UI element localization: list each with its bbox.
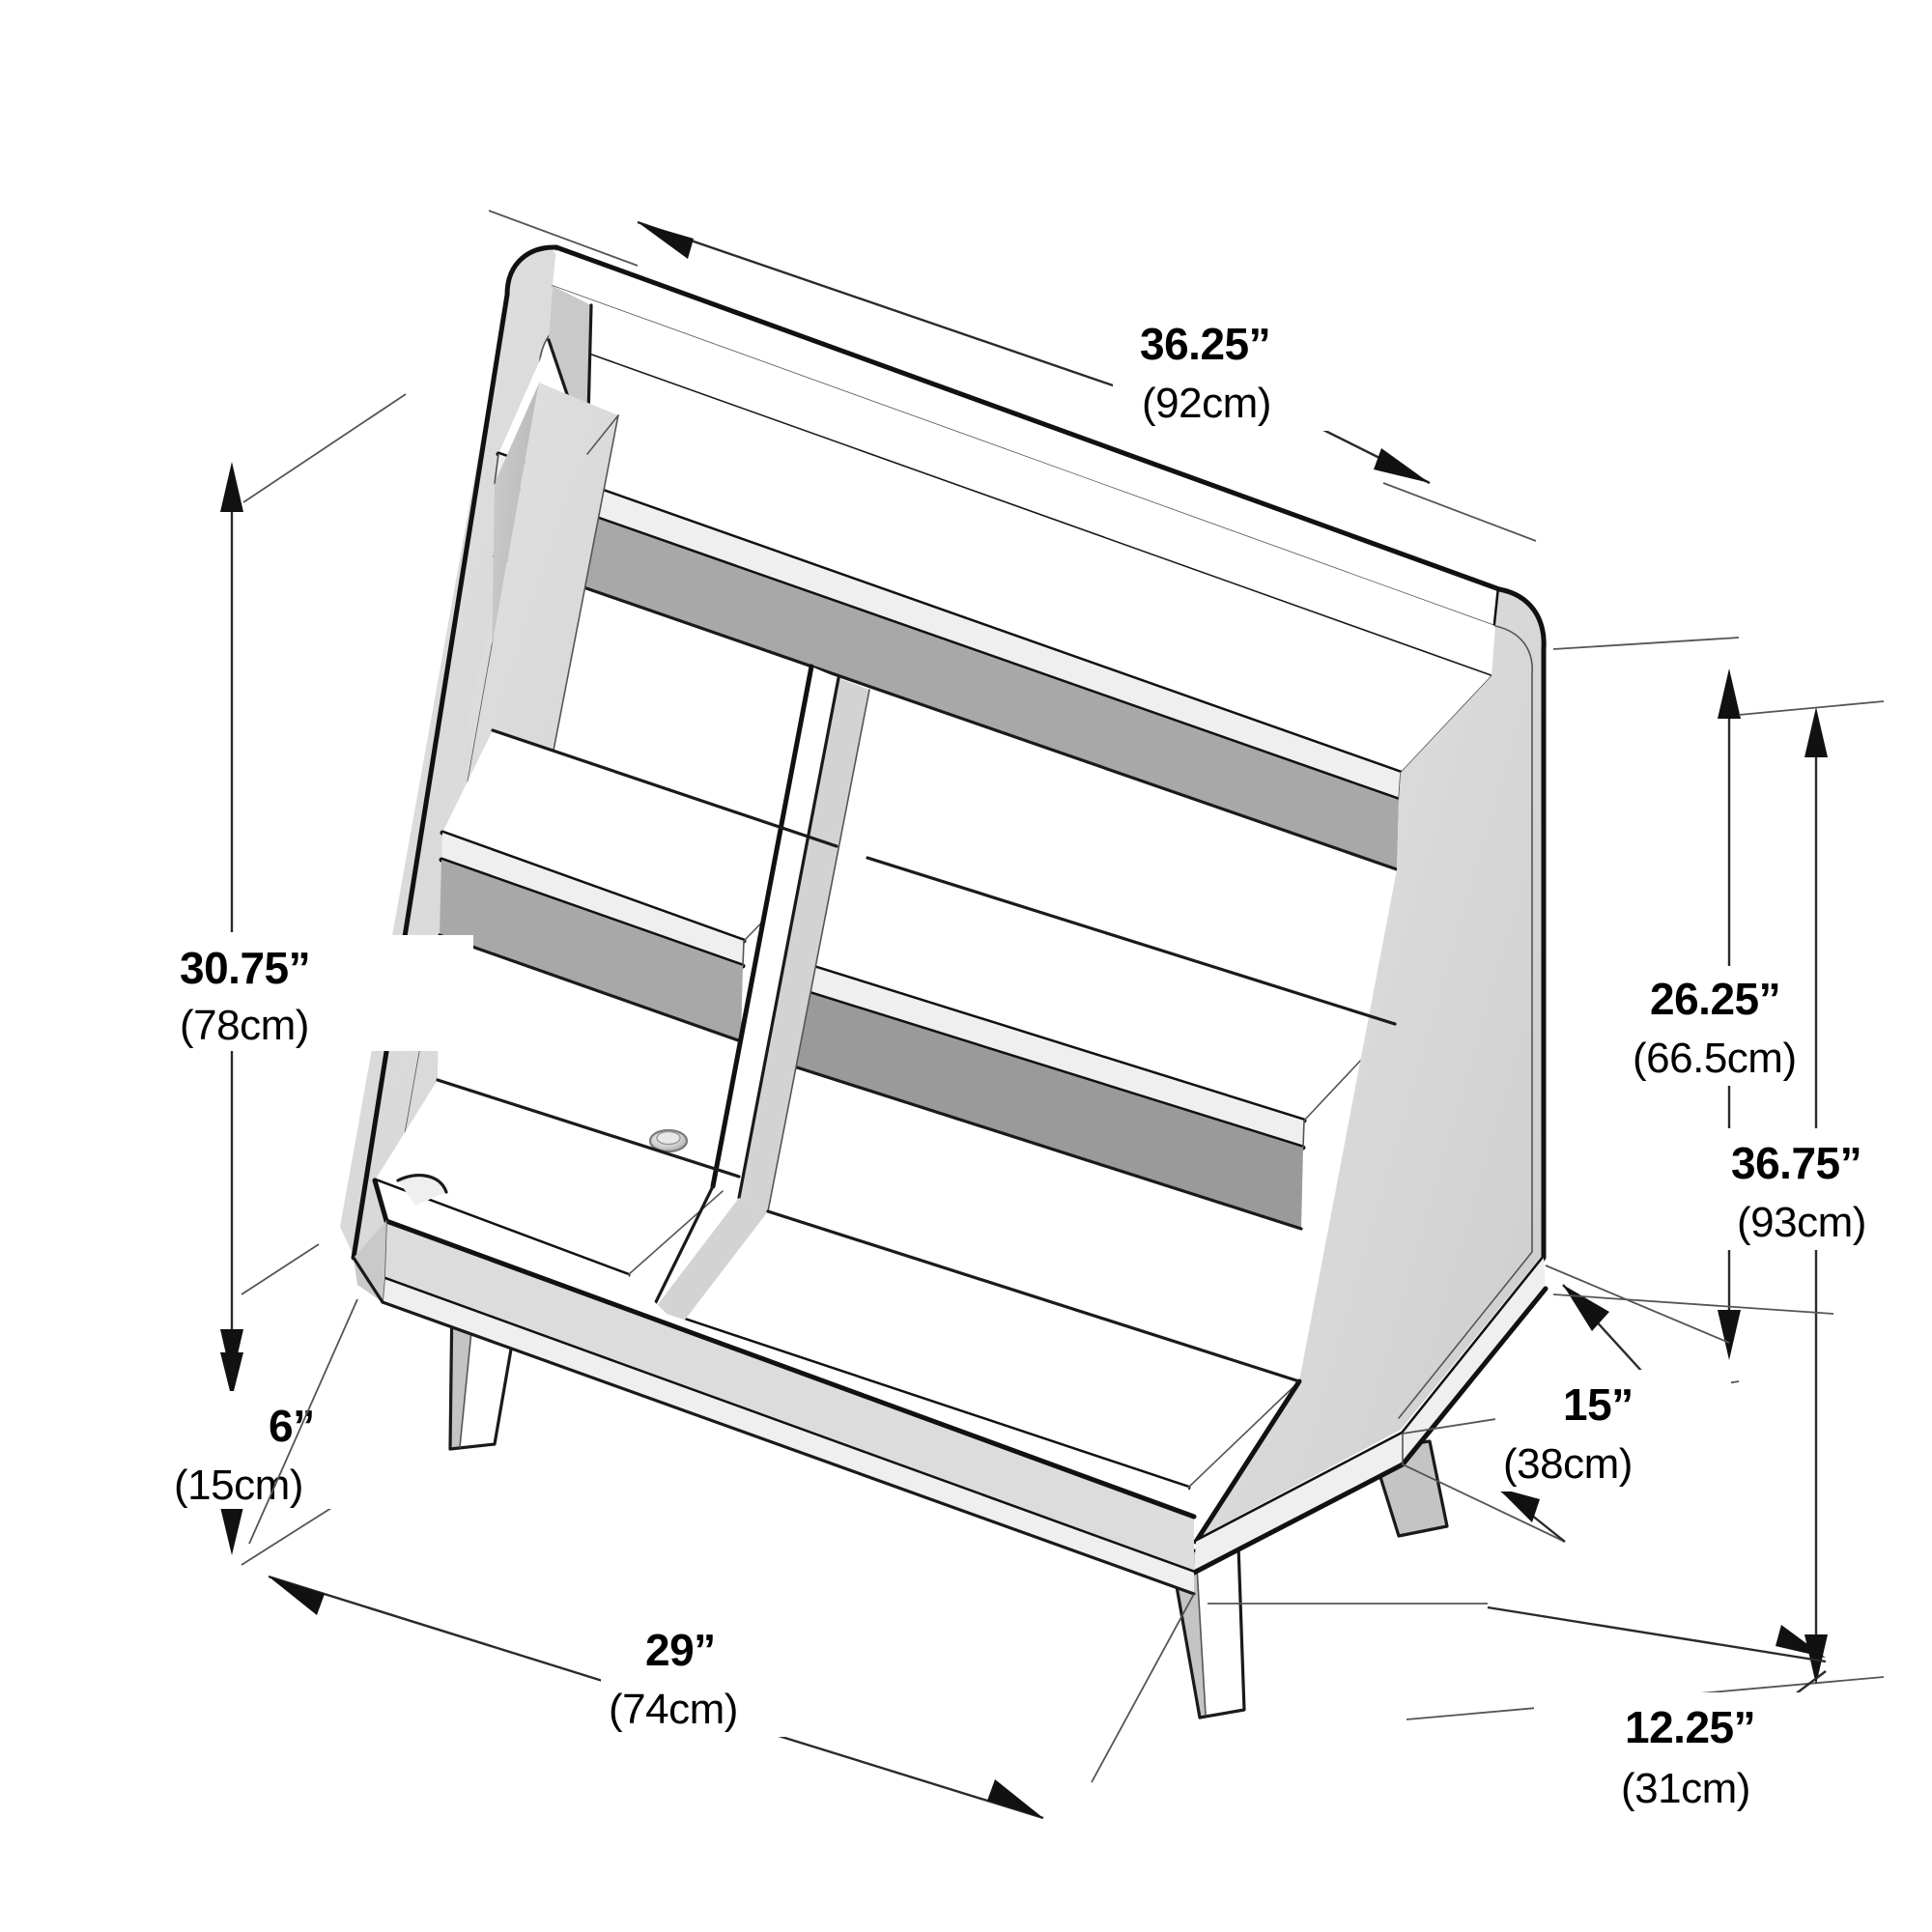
dim-label-overall-height-imperial: 36.75”: [1731, 1138, 1861, 1188]
cam-lock-hole: [648, 1128, 689, 1153]
top-gallery: [494, 244, 1502, 803]
arrowhead-6in-bottom: [220, 1507, 243, 1555]
arrowhead-left: [638, 222, 694, 259]
dim-front-panel-height: 26.25” (66.5cm): [1402, 637, 1932, 1435]
arrowhead-up: [220, 462, 243, 512]
middle-shelf: [439, 730, 1396, 1151]
dim-label-top-depth-imperial: 15”: [1563, 1379, 1634, 1430]
arrowhead-3675-top: [1804, 707, 1828, 757]
dim-label-overall-width-imperial: 36.25”: [1140, 319, 1270, 369]
dim-label-front-height-imperial: 26.25”: [1650, 974, 1780, 1024]
dim-label-leg-height-imperial: 6”: [269, 1401, 315, 1451]
lower-cubby-row: [438, 860, 1303, 1381]
dimension-annotations: 36.25” (92cm) 30.75” (78cm): [166, 210, 1932, 1820]
dim-label-base-depth-imperial: 12.25”: [1625, 1702, 1755, 1752]
arrowhead-29-right: [987, 1779, 1043, 1818]
arrowhead-2625-top: [1718, 668, 1741, 719]
dim-leg-height: 6” (15cm): [166, 1352, 437, 1566]
front-rail: [352, 1174, 1197, 1596]
dim-base-depth: 12.25” (31cm): [1208, 1293, 1843, 1816]
arrowhead-29-left: [269, 1577, 325, 1615]
arrowhead-2625-bottom: [1718, 1310, 1741, 1360]
dim-overall-height: 36.75” (93cm): [1406, 700, 1932, 1720]
center-divider: [647, 664, 870, 1331]
dim-label-front-height-metric: (66.5cm): [1633, 1035, 1797, 1082]
dim-label-base-depth-metric: (31cm): [1621, 1765, 1750, 1812]
dim-top-depth: 15” (38cm): [1402, 1264, 1731, 1543]
dim-back-panel-height: 30.75” (78cm): [174, 393, 473, 1379]
arrowhead-1225-right: [1776, 1625, 1826, 1658]
arrowhead-6in-top: [220, 1352, 243, 1399]
dim-front-base-width: 29” (74cm): [248, 1298, 1195, 1820]
dim-label-back-height-imperial: 30.75”: [180, 943, 310, 993]
dim-label-back-height-metric: (78cm): [180, 1002, 309, 1049]
dim-overall-width: 36.25” (92cm): [488, 210, 1537, 542]
edge-detail-lines: [436, 414, 1397, 1383]
arrowhead-15-upper: [1563, 1285, 1609, 1331]
dim-label-base-width-imperial: 29”: [645, 1625, 716, 1675]
dim-label-base-width-metric: (74cm): [609, 1686, 738, 1733]
dim-label-top-depth-metric: (38cm): [1503, 1440, 1633, 1488]
furniture-assembly: [340, 244, 1548, 1719]
arrowhead-right: [1374, 448, 1430, 483]
dim-label-overall-width-metric: (92cm): [1142, 380, 1271, 427]
dim-label-leg-height-metric: (15cm): [174, 1462, 303, 1509]
dim-label-overall-height-metric: (93cm): [1737, 1199, 1866, 1246]
arrowhead-15-lower: [1497, 1488, 1540, 1522]
